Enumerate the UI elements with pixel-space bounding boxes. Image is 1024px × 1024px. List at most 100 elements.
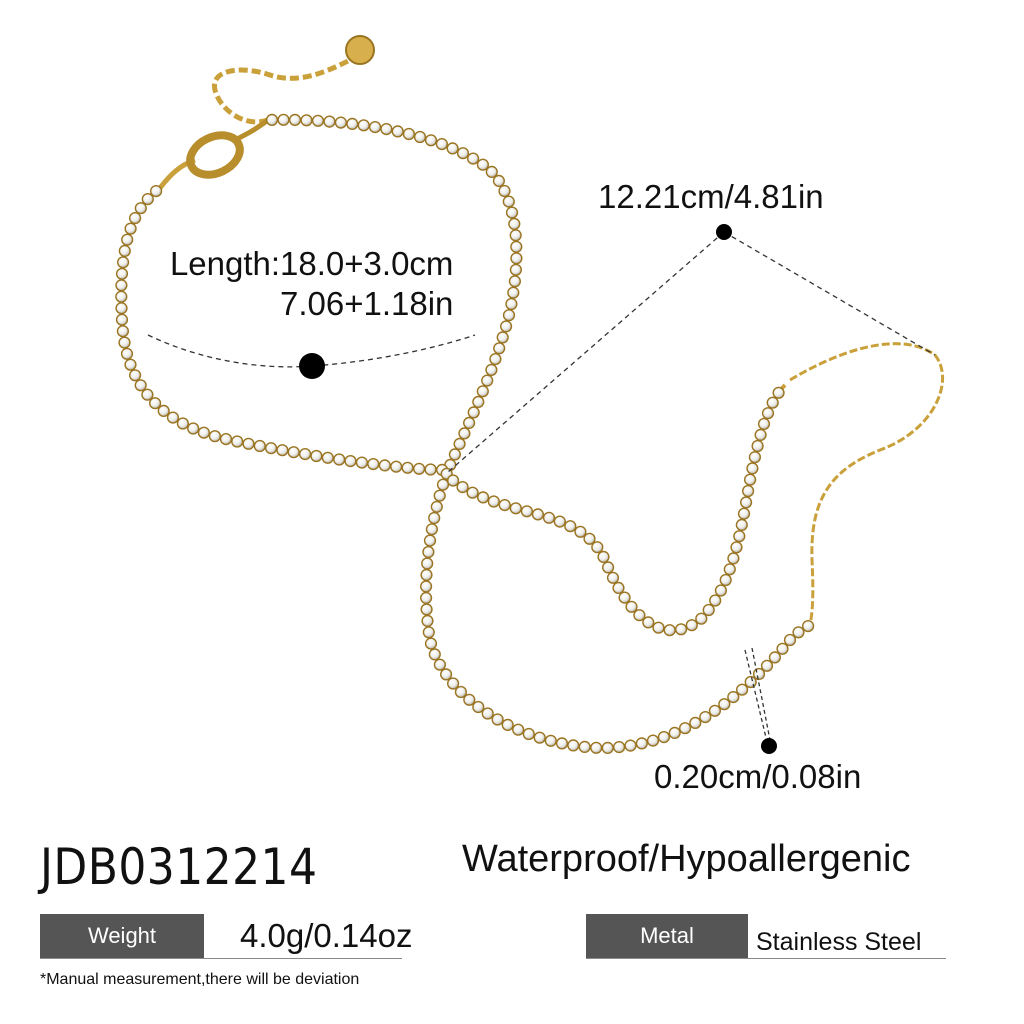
metal-tag: Metal xyxy=(586,914,748,958)
crystal-stone xyxy=(276,444,289,457)
crystal-stone xyxy=(413,462,426,475)
crystal-stone xyxy=(454,685,468,699)
crystal-stone xyxy=(413,130,427,144)
crystal-stone xyxy=(714,584,728,597)
crystal-stone xyxy=(121,233,134,246)
crystal-stone xyxy=(578,740,591,754)
crystal-stone xyxy=(783,633,797,647)
crystal-stone xyxy=(129,212,142,225)
crystal-stone xyxy=(612,581,625,595)
crystal-stone xyxy=(421,557,434,570)
crystal-stone xyxy=(435,138,449,151)
crystal-stone xyxy=(463,693,476,706)
crystal-stone xyxy=(141,193,154,206)
crystal-stone xyxy=(652,621,665,634)
weight-spec-row: Weight 4.0g/0.14oz xyxy=(40,914,412,959)
crystal-stone xyxy=(646,734,660,747)
crystal-stone xyxy=(390,460,403,473)
crystal-stone xyxy=(453,437,466,451)
crystal-stone xyxy=(157,404,170,418)
crystal-stone xyxy=(321,451,334,464)
crystal-stone xyxy=(420,591,433,605)
crystal-stone xyxy=(463,416,476,430)
crystal-stone xyxy=(612,740,626,754)
crystal-stone xyxy=(744,675,757,689)
crystal-stone xyxy=(768,651,782,664)
crystal-stone xyxy=(591,541,604,554)
crystal-stone xyxy=(500,320,513,333)
crystal-stone xyxy=(433,489,446,502)
crystal-stone xyxy=(761,407,775,420)
crystal-stone xyxy=(476,158,490,171)
crystal-stone xyxy=(402,127,416,141)
crystal-stone xyxy=(472,700,485,714)
crystal-stone xyxy=(685,619,698,632)
crystal-stone xyxy=(520,505,534,518)
crystal-stone xyxy=(668,726,681,740)
crystal-stone xyxy=(492,174,506,188)
crystal-stone xyxy=(425,523,439,536)
crystal-stone xyxy=(739,496,753,509)
crystal-stone xyxy=(149,397,162,410)
crystal-stone xyxy=(533,731,546,744)
crystal-stone xyxy=(718,698,731,711)
crystal-stone xyxy=(428,511,441,525)
crystal-stone xyxy=(625,600,638,613)
crystal-stone xyxy=(699,710,712,724)
crystal-stone xyxy=(420,603,433,616)
crystal-stone xyxy=(601,561,615,574)
crystal-stone xyxy=(512,723,525,736)
crystal-stone xyxy=(583,532,596,545)
crystal-stone xyxy=(760,659,774,672)
crystal-stone xyxy=(430,500,443,513)
crystal-stone xyxy=(601,741,614,755)
crystal-stone xyxy=(508,217,521,231)
crystal-stone xyxy=(265,442,278,455)
crystal-stone xyxy=(633,609,646,622)
crystal-stone xyxy=(657,730,671,744)
crystal-stone xyxy=(663,624,676,637)
crystal-stone xyxy=(735,683,749,696)
crystal-stone xyxy=(702,603,715,617)
extender-charm-tag xyxy=(345,35,375,65)
crystal-stone xyxy=(422,545,435,559)
crystal-stone xyxy=(300,114,313,127)
crystal-stone xyxy=(746,462,759,475)
crystal-stone xyxy=(420,568,433,582)
crystal-stone xyxy=(391,125,404,138)
crystal-stone xyxy=(498,499,511,512)
crystal-stone xyxy=(166,411,180,424)
crystal-stone xyxy=(401,461,414,474)
crystal-stone xyxy=(567,739,580,752)
crystal-stone xyxy=(187,422,200,435)
crystal-stone xyxy=(574,525,587,538)
crystal-stone xyxy=(674,623,688,636)
crystal-stone xyxy=(115,290,128,303)
crystal-stone xyxy=(428,648,441,661)
width-guide-2 xyxy=(751,647,771,741)
crystal-stone xyxy=(176,417,190,430)
crystal-stone xyxy=(678,722,692,735)
crystal-stone xyxy=(447,677,460,690)
chain-width-label: 0.20cm/0.08in xyxy=(654,758,862,795)
metal-spec-row: Metal Stainless Steel xyxy=(586,914,946,959)
crystal-stone xyxy=(150,185,163,198)
length-label: Length:18.0+3.0cm 7.06+1.18in xyxy=(152,244,453,324)
crystal-stone xyxy=(555,737,569,750)
measurement-disclaimer: *Manual measurement,there will be deviat… xyxy=(40,971,360,988)
crystal-stone xyxy=(436,478,450,491)
crystal-stone xyxy=(253,439,266,453)
crystal-stone xyxy=(424,637,438,650)
crystal-stone xyxy=(355,456,369,469)
crystal-stone xyxy=(323,115,336,128)
crystal-stone xyxy=(509,263,523,276)
crystal-stone xyxy=(509,229,522,242)
crystal-stone xyxy=(242,437,255,450)
crystal-stone xyxy=(498,184,511,198)
crystal-stone xyxy=(542,511,556,524)
crystal-stones xyxy=(115,113,815,755)
product-sku: JDB0312214 xyxy=(40,838,318,896)
crystal-stone xyxy=(129,369,142,382)
crystal-stone xyxy=(553,515,566,528)
crystal-stone xyxy=(277,113,290,126)
